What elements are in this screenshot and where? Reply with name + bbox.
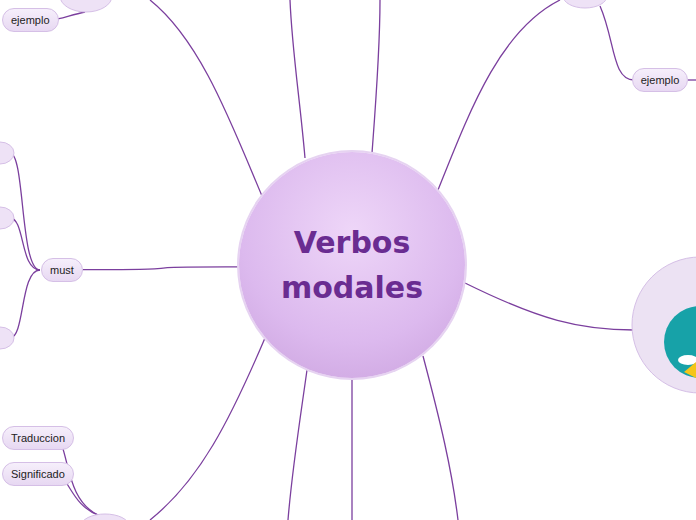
branch-line (10, 153, 40, 270)
branch-line (290, 0, 305, 158)
node-picture (678, 355, 696, 365)
node-label: Traduccion (11, 432, 65, 444)
central-circle: Verbos modales (239, 152, 465, 378)
node-picture (684, 362, 696, 378)
cut-node (60, 0, 112, 12)
cut-node (0, 142, 14, 164)
branch-line (465, 283, 634, 330)
subtopic-pill: Traduccion (2, 426, 74, 450)
cut-node (0, 327, 14, 349)
cut-node (81, 514, 129, 520)
branch-line (150, 338, 265, 520)
subtopic-pill: Significado (2, 462, 74, 486)
node-label: Verbos modales (269, 220, 435, 310)
branch-line (150, 0, 262, 196)
node-label: must (50, 264, 74, 276)
cut-node (563, 0, 607, 8)
branch-line (600, 6, 634, 80)
branch-line (10, 270, 40, 338)
branch-line (288, 370, 307, 520)
example-pill: ejemplo (632, 68, 689, 92)
topic-pill: must (41, 258, 83, 282)
cut-node (0, 207, 14, 229)
node-label: Significado (11, 468, 65, 480)
branch-line (372, 0, 380, 153)
branch-line (351, 378, 352, 520)
image-node (632, 257, 696, 393)
branch-line (10, 218, 40, 270)
node-label: ejemplo (641, 74, 680, 86)
branch-line (438, 0, 560, 190)
branch-line (688, 79, 696, 80)
branch-line (423, 356, 458, 520)
branch-connector (83, 267, 239, 270)
node-label: ejemplo (11, 14, 50, 26)
node-picture (664, 306, 696, 378)
example-pill: ejemplo (2, 8, 59, 32)
